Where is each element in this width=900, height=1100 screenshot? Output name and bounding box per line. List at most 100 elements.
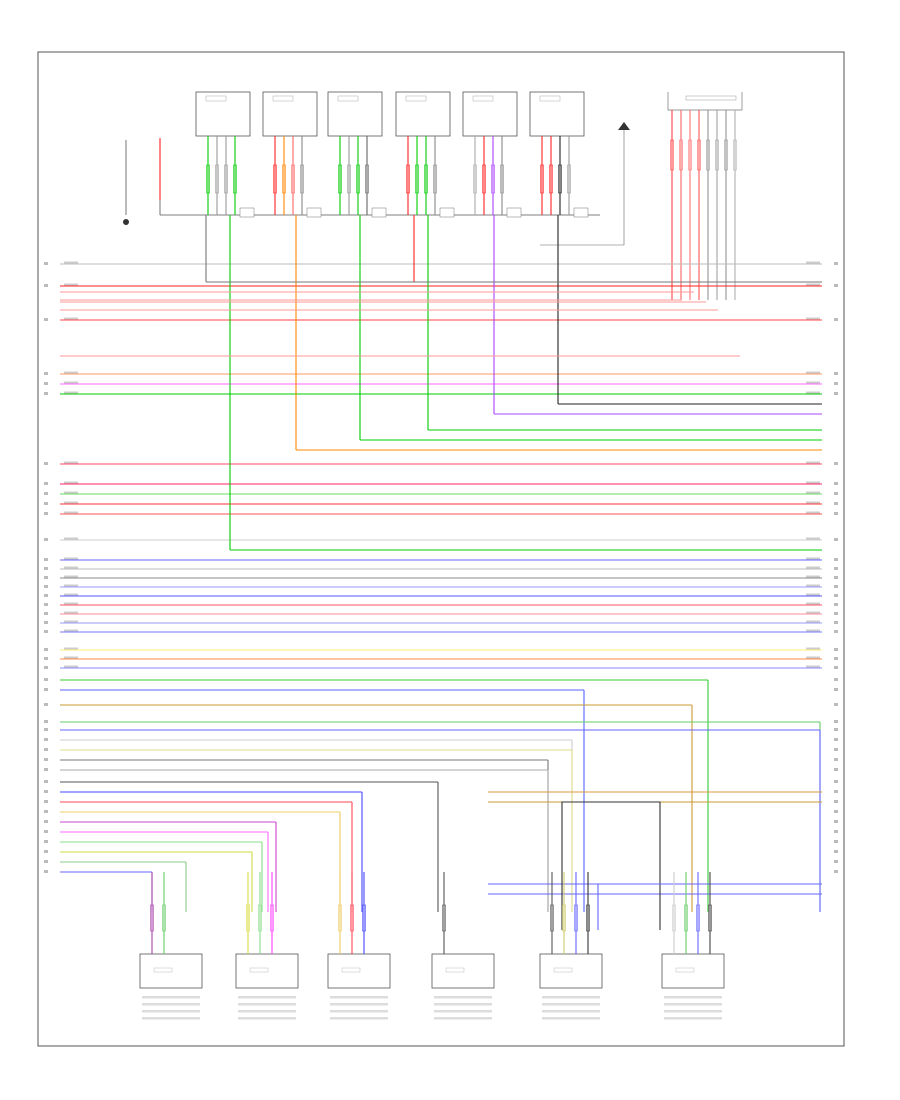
module-body [327,91,383,137]
row-tick-right [834,392,838,395]
component-caption-line [238,1003,296,1006]
component-text-block [675,967,695,973]
component-caption-line [434,1010,492,1013]
row-tick-right [834,830,838,833]
module-pin [224,164,228,194]
module-pin [215,164,219,194]
lead-pin [670,139,674,171]
component-caption-line [142,996,200,999]
row-tick-right [834,492,838,495]
left-row-ticks [44,262,838,873]
module-pin [365,164,369,194]
row-tick-left [44,758,48,761]
component-caption-line [330,1003,388,1006]
bottom-components [139,872,725,1020]
row-tick-left [44,860,48,863]
wire-label-left [64,317,78,320]
module-text-block [405,95,427,102]
component-pin [586,904,590,932]
component-caption-line [664,1003,722,1006]
row-tick-left [44,392,48,395]
wire-label-right [806,461,820,464]
component-text-block [445,967,465,973]
wire-label-right [806,656,820,659]
splice-box [439,207,455,218]
component-pin [708,904,712,932]
row-tick-right [834,688,838,691]
row-tick-right [834,810,838,813]
row-tick-left [44,502,48,505]
splice-box [371,207,387,218]
module-text-block [205,95,227,102]
wire-label-left [64,491,78,494]
lead-pin [679,139,683,171]
wire-label-left [64,511,78,514]
wire-label-right [806,501,820,504]
wire-label-right [806,602,820,605]
wire-label-right [806,557,820,560]
lead-pin [697,139,701,171]
row-tick-left [44,512,48,515]
row-tick-right [834,567,838,570]
module-pin [482,164,486,194]
component-pin [350,904,354,932]
row-tick-left [44,840,48,843]
component-caption-line [330,1017,388,1020]
module-pin [338,164,342,194]
row-tick-right [834,666,838,669]
component-caption-line [664,1010,722,1013]
component-caption-line [542,1017,600,1020]
row-tick-left [44,567,48,570]
row-tick-left [44,678,48,681]
top-module [262,91,322,218]
component-pin [696,904,700,932]
module-body [395,91,451,137]
wire-label-right [806,491,820,494]
component-body [139,953,203,989]
component-pin [362,904,366,932]
module-pin [540,164,544,194]
component-caption-line [142,1003,200,1006]
row-tick-left [44,603,48,606]
row-tick-left [44,850,48,853]
module-body [529,91,585,137]
wire-label-right [806,629,820,632]
wire-label-left [64,611,78,614]
row-tick-right [834,538,838,541]
wire-label-right [806,537,820,540]
component-caption-line [434,996,492,999]
component-pin [442,904,446,932]
wire-label-right [806,566,820,569]
row-tick-left [44,870,48,873]
component-text-block [153,967,173,973]
wire-trunk [60,215,822,669]
top-module [195,91,255,218]
component-pin [246,904,250,932]
wire-label-right [806,584,820,587]
row-tick-left [44,666,48,669]
module-pin [291,164,295,194]
wire-label-left [64,566,78,569]
wire-label-right [806,371,820,374]
row-tick-right [834,558,838,561]
center-top-component [540,122,630,246]
component-pin [550,904,554,932]
wire-label-left [64,261,78,264]
module-pin [206,164,210,194]
wire-label-right [806,593,820,596]
module-pin [424,164,428,194]
splice-box [306,207,322,218]
top-right-leads [670,110,737,300]
row-tick-left [44,318,48,321]
component-text-block [553,967,573,973]
top-right-splice [667,92,743,111]
wire-label-left [64,647,78,650]
module-pin [549,164,553,194]
component-pin [672,904,676,932]
row-tick-right [834,720,838,723]
lead-pin [715,139,719,171]
wire-label-left [64,537,78,540]
component-caption-line [330,1010,388,1013]
module-body [262,91,318,137]
component-caption-line [542,1010,600,1013]
